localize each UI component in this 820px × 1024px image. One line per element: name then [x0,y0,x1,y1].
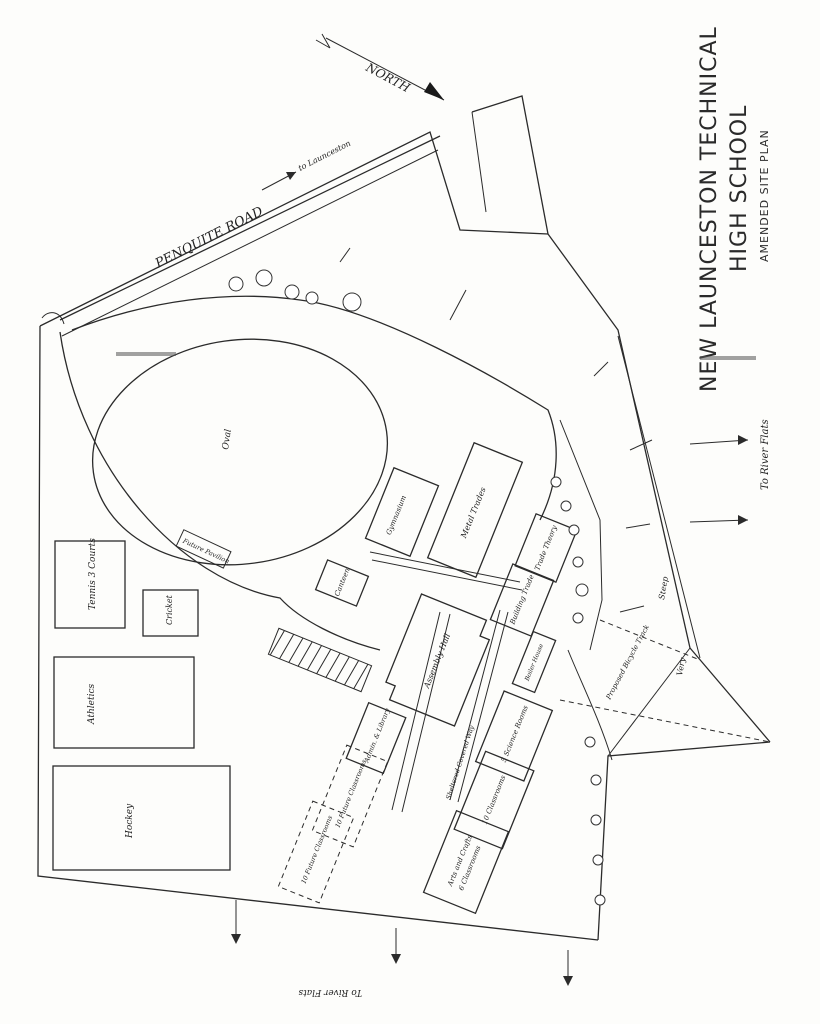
gymnasium-label: Gymnasium [385,494,408,536]
smudge-mark [700,356,756,360]
site-boundary [37,95,771,941]
classrooms-10-label: 10 Classrooms [481,774,508,826]
building-building-trade: Building Trade [489,563,555,637]
building-trade-label: Building Trade [508,574,536,627]
building-metal-trades: Metal Trades [426,441,524,579]
oval-label: Oval [221,428,234,450]
hatched-area [267,627,373,693]
buildings: Gymnasium Metal Trades Trade Theory Buil… [267,441,578,915]
building-gymnasium: Gymnasium [364,466,440,558]
cricket-nets [142,589,199,637]
river-flats-south-label: To River Flats [298,987,362,997]
title-line3: AMENDED SITE PLAN [758,129,771,262]
title-block: NEW LAUNCESTON TECHNICAL HIGH SCHOOL AME… [697,26,771,392]
very-label: Very [675,656,687,676]
tennis-label: Tennis 3 Courts [88,538,98,610]
title-line2: HIGH SCHOOL [727,105,752,272]
admin-library-label: Admin. & Library [362,707,391,765]
road-arrow-head [286,172,296,180]
north-arrow: NORTH [315,33,445,101]
road-name-label: PENQUITE ROAD [152,204,266,272]
hockey-field [52,765,231,871]
building-assembly-hall: Assembly Hall [385,593,491,727]
metal-trades-label: Metal Trades [459,486,488,540]
trees [228,269,613,906]
building-boiler: Boiler House [511,630,557,694]
river-flats-east-label: To River Flats [760,419,771,490]
road-direction-label: to Launceston [297,139,352,173]
trade-theory-label: Trade Theory [533,523,559,571]
science-label: 5 Science Rooms [500,704,530,763]
penquite-road: PENQUITE ROAD to Launceston [41,135,441,337]
building-science: 5 Science Rooms [474,690,554,782]
assembly-hall-label: Assembly Hall [422,632,453,690]
tennis-courts [54,540,126,629]
smudge-mark [116,352,176,356]
future-classrooms-a-label: 10 Future Classrooms [334,758,369,829]
hockey-label: Hockey [125,803,135,839]
future-classrooms-b-label: 10 Future Classrooms [300,814,335,885]
athletics-label: Athletics [87,684,97,725]
north-label: NORTH [363,60,413,95]
building-canteen: Canteen [314,559,370,607]
title-line1: NEW LAUNCESTON TECHNICAL [697,26,722,392]
sheltered-way-label: Sheltered Covered Way [444,724,476,800]
canteen-label: Canteen [333,567,352,598]
building-arts-crafts: Arts and Crafts 6 Classrooms [422,809,510,915]
building-admin-library: Admin. & Library [345,701,407,775]
athletics-field [53,656,195,749]
steep-label: Steep [657,576,670,601]
sports-fields: Tennis 3 Courts Cricket Athletics Hockey [52,538,231,871]
oval-field [91,338,389,566]
cricket-label: Cricket [165,594,174,625]
pavilion-label: Future Pavilion [181,536,231,565]
bicycle-track-label: Proposed Bicycle Track [604,623,651,701]
slope-arrows [231,247,749,986]
building-trade-theory: Trade Theory [514,512,578,584]
